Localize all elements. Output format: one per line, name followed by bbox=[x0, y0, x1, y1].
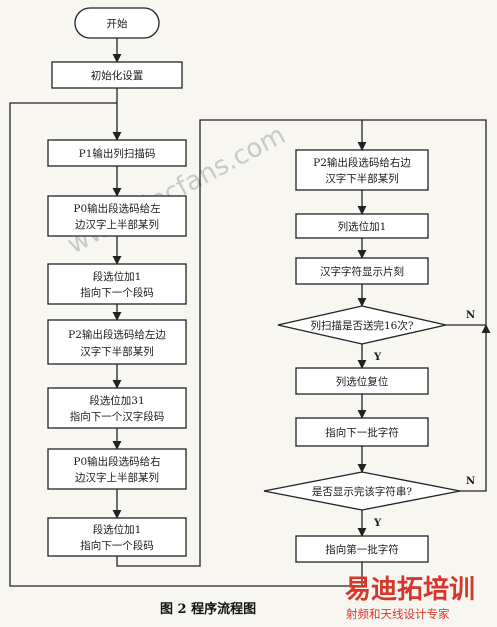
edge-l7-r1 bbox=[116, 119, 367, 567]
d2-yes-label: Y bbox=[373, 518, 382, 529]
l7-label-a: 段选位加1 bbox=[93, 523, 142, 536]
l4-box bbox=[47, 319, 187, 365]
init-box bbox=[51, 61, 183, 89]
d1-yes-label: Y bbox=[373, 352, 382, 363]
l5-label-a: 段选位加31 bbox=[89, 394, 144, 407]
edge-d2-no bbox=[446, 324, 491, 492]
connectors bbox=[9, 38, 491, 587]
l1-box bbox=[47, 139, 187, 167]
r4-label: 列选位复位 bbox=[336, 375, 389, 388]
l5-box bbox=[47, 387, 187, 429]
edge-d1-no bbox=[362, 119, 487, 326]
l7-box bbox=[47, 517, 187, 557]
l2-box bbox=[47, 195, 187, 237]
d2-label: 是否显示完该字符串? bbox=[312, 485, 412, 498]
r5-box bbox=[295, 417, 429, 447]
l6-label-a: P0输出段选码给右 bbox=[73, 455, 160, 468]
r1-box bbox=[295, 149, 429, 191]
d1-label: 列扫描是否送完16次? bbox=[311, 319, 414, 332]
brand-logo: 易迪拓培训 射频和天线设计专家 bbox=[345, 575, 475, 621]
logo-sub-text: 射频和天线设计专家 bbox=[346, 607, 450, 621]
decision-string-done bbox=[263, 471, 461, 511]
start-terminal bbox=[74, 7, 160, 39]
r1-label-a: P2输出段选码给右边 bbox=[313, 156, 411, 169]
l3-label-b: 指向下一个段码 bbox=[80, 286, 154, 299]
l4-label-b: 汉字下半部某列 bbox=[80, 345, 154, 358]
r2-box bbox=[295, 213, 429, 239]
figure-caption: 图 2 程序流程图 bbox=[160, 601, 256, 617]
l4-label-a: P2输出段选码给左边 bbox=[68, 328, 166, 341]
d1-no-label: N bbox=[466, 310, 475, 321]
l2-label-b: 边汉字上半部某列 bbox=[75, 218, 159, 231]
l6-box bbox=[47, 448, 187, 490]
logo-main-text: 易迪拓培训 bbox=[345, 575, 475, 605]
l5-label-b: 指向下一个汉字段码 bbox=[70, 410, 165, 423]
l7-label-b: 指向下一个段码 bbox=[80, 539, 154, 552]
init-label: 初始化设置 bbox=[91, 69, 144, 82]
d2-no-label: N bbox=[466, 476, 475, 487]
l3-box bbox=[47, 263, 187, 305]
r5-label: 指向下一批字符 bbox=[325, 426, 399, 439]
r3-box bbox=[295, 257, 429, 285]
l1-label: P1输出列扫描码 bbox=[79, 147, 156, 160]
r3-label: 汉字字符显示片刻 bbox=[320, 265, 404, 278]
start-label: 开始 bbox=[107, 17, 128, 30]
l3-label-a: 段选位加1 bbox=[93, 270, 142, 283]
r6-box bbox=[295, 535, 429, 563]
decision-16-scans bbox=[277, 305, 447, 345]
l6-label-b: 边汉字上半部某列 bbox=[75, 471, 159, 484]
l2-label-a: P0输出段选码给左 bbox=[73, 202, 160, 215]
r1-label-b: 汉字下半部某列 bbox=[325, 172, 399, 185]
edge-main-loop bbox=[9, 102, 298, 587]
r4-box bbox=[295, 367, 429, 395]
r2-label: 列选位加1 bbox=[338, 220, 387, 233]
r6-label: 指向第一批字符 bbox=[325, 543, 399, 556]
